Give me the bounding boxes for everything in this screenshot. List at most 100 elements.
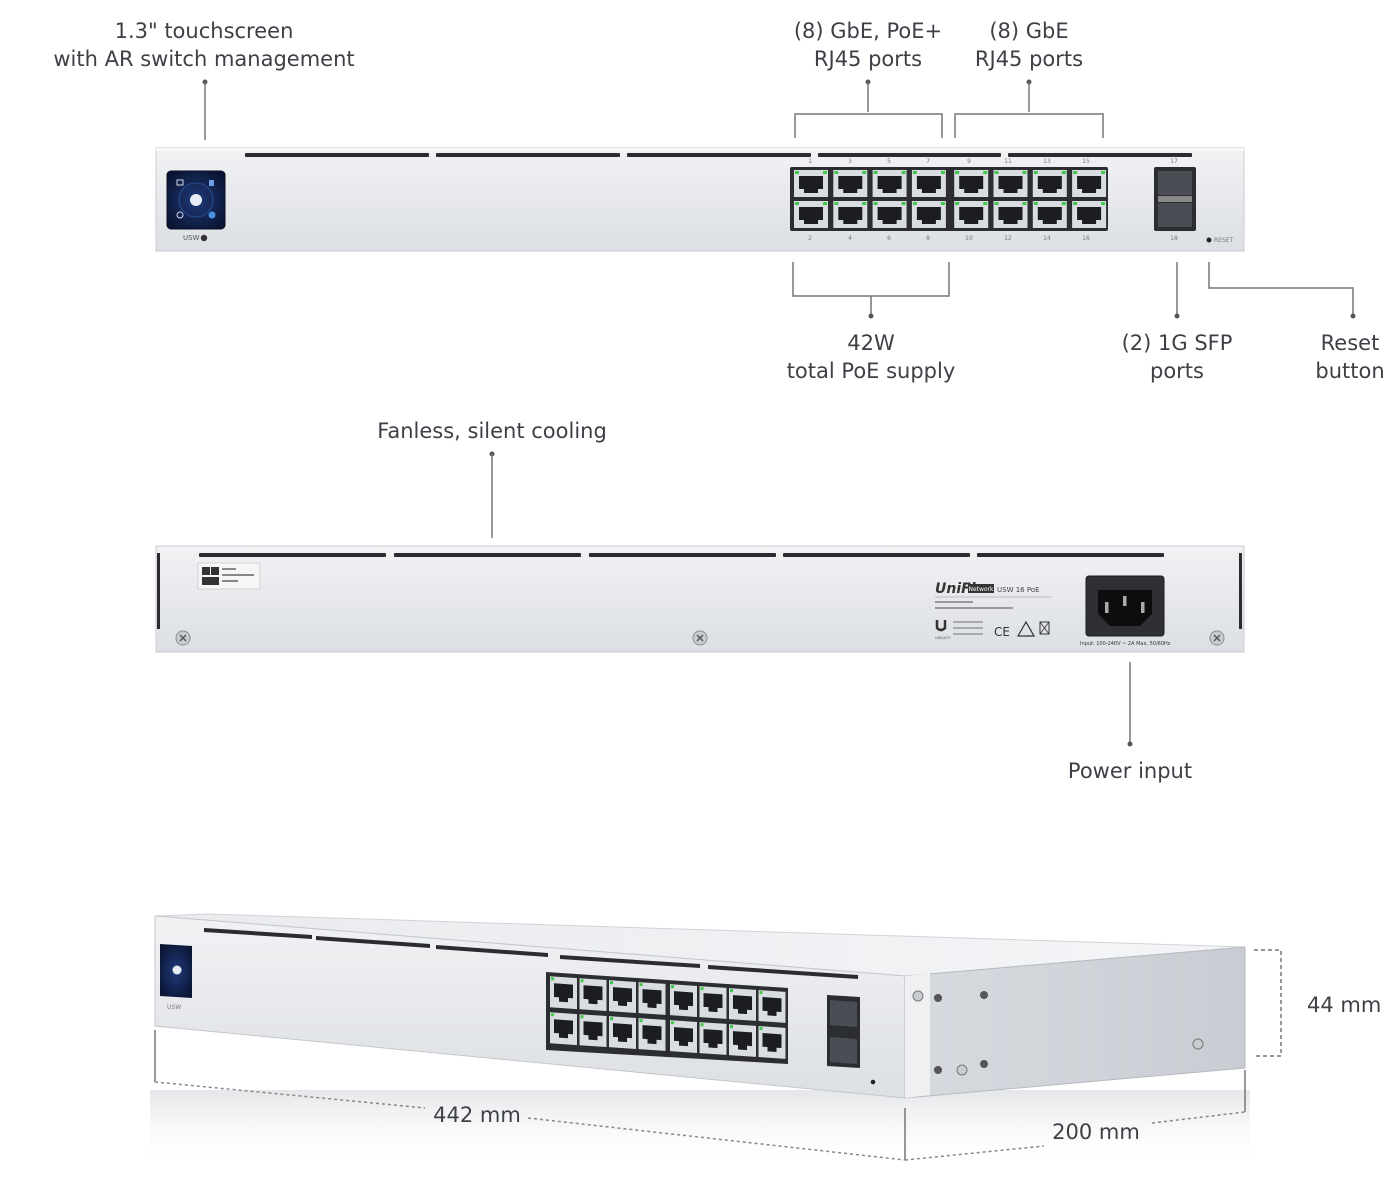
rear-company: UBIQUITI bbox=[935, 636, 951, 640]
screen-device-icon bbox=[176, 179, 184, 186]
callout-cooling: Fanless, silent cooling bbox=[377, 419, 607, 538]
rj45-port bbox=[1032, 170, 1067, 197]
callout-poe-ports: (8) GbE, PoE+ RJ45 ports bbox=[794, 19, 943, 138]
screen-lock-icon bbox=[209, 180, 214, 186]
perspective-sfp-cage bbox=[827, 995, 860, 1068]
reset-button bbox=[1206, 237, 1212, 243]
port-label-bottom: 10 bbox=[965, 235, 973, 242]
dimension-width-label: 442 mm bbox=[433, 1103, 521, 1127]
perspective-view: USW bbox=[150, 913, 1250, 1170]
port-label-top: 13 bbox=[1043, 158, 1051, 165]
rj45-port bbox=[729, 988, 756, 1021]
rj45-port bbox=[550, 1012, 577, 1046]
weee-bin-icon bbox=[1039, 621, 1050, 635]
port-label-top: 15 bbox=[1082, 158, 1090, 165]
port-label-bottom: 16 bbox=[1082, 235, 1090, 242]
dimension-width: 442 mm bbox=[154, 1030, 906, 1161]
rear-network-tag: Network bbox=[968, 586, 994, 593]
rj45-port bbox=[911, 170, 946, 197]
perspective-rj45-block bbox=[546, 972, 788, 1064]
rj45-port bbox=[609, 980, 636, 1013]
rear-vents bbox=[199, 553, 1164, 557]
callout-sfp-ports-line2: ports bbox=[1150, 359, 1204, 383]
compliance-mark-icon bbox=[1016, 620, 1036, 637]
callout-poe-ports-line1: (8) GbE, PoE+ bbox=[794, 19, 942, 43]
rj45-port bbox=[670, 984, 697, 1017]
port-label-top: 5 bbox=[887, 158, 891, 165]
port-number-labels: 1 3 5 7 9 11 13 15 17 2 4 6 8 10 12 14 1… bbox=[808, 158, 1178, 242]
rear-model: USW 16 PoE bbox=[997, 586, 1040, 594]
callout-poe-supply-line2: total PoE supply bbox=[787, 359, 956, 383]
touchscreen-display bbox=[166, 170, 226, 230]
port-label-top: 1 bbox=[808, 158, 812, 165]
rj45-port bbox=[609, 1016, 636, 1049]
rj45-port bbox=[954, 201, 989, 228]
rear-brand: UniFi bbox=[935, 581, 976, 597]
port-label-bottom: 6 bbox=[887, 235, 891, 242]
callout-gbe-ports: (8) GbE RJ45 ports bbox=[954, 19, 1104, 138]
dimension-height: 44 mm bbox=[1254, 949, 1381, 1057]
front-logo-icon bbox=[200, 234, 208, 242]
rj45-port-block bbox=[790, 167, 1108, 231]
callout-sfp-ports: (2) 1G SFP ports bbox=[1122, 262, 1233, 383]
callout-power: Power input bbox=[1068, 662, 1192, 783]
rj45-port bbox=[729, 1024, 756, 1057]
port-label-bottom: 2 bbox=[808, 235, 812, 242]
dimension-depth: 200 mm bbox=[904, 1070, 1246, 1161]
ubiquiti-logo-icon bbox=[935, 620, 947, 632]
port-label-top: 9 bbox=[967, 158, 971, 165]
rj45-port bbox=[794, 201, 828, 228]
callout-poe-ports-line2: RJ45 ports bbox=[814, 47, 922, 71]
rj45-port bbox=[579, 1014, 607, 1048]
rj45-port bbox=[833, 201, 868, 228]
perspective-side-screws bbox=[912, 990, 1204, 1076]
callout-touchscreen: 1.3" touchscreen with AR switch manageme… bbox=[53, 19, 355, 140]
rj45-port bbox=[872, 170, 907, 197]
port-label-top: 17 bbox=[1170, 158, 1178, 165]
screen-info-icon bbox=[176, 211, 184, 219]
port-label-top: 7 bbox=[926, 158, 930, 165]
perspective-touchscreen: USW bbox=[160, 944, 192, 1011]
rj45-port bbox=[993, 170, 1028, 197]
rear-product-label: UniFi Network USW 16 PoE UBIQUITI CE bbox=[935, 581, 1052, 640]
front-panel: USW 1 3 5 7 9 11 13 15 17 2 4 6 8 10 12 … bbox=[155, 147, 1245, 252]
serial-label-sticker bbox=[197, 562, 261, 590]
mounting-screws bbox=[175, 630, 1225, 646]
rj45-port bbox=[954, 170, 989, 197]
sfp-cage bbox=[1154, 167, 1196, 231]
callout-touchscreen-line1: 1.3" touchscreen bbox=[115, 19, 294, 43]
port-label-bottom: 4 bbox=[848, 235, 852, 242]
screen-status-icon bbox=[208, 211, 216, 219]
rj45-port bbox=[1072, 201, 1107, 228]
perspective-vents bbox=[204, 928, 858, 979]
rj45-port bbox=[699, 1022, 727, 1055]
rj45-port bbox=[758, 1026, 786, 1059]
callout-sfp-ports-line1: (2) 1G SFP bbox=[1122, 331, 1233, 355]
rj45-port bbox=[993, 201, 1028, 228]
callout-reset-line2: button bbox=[1315, 359, 1384, 383]
callout-touchscreen-line2: with AR switch management bbox=[53, 47, 354, 71]
reset-label: RESET bbox=[1214, 237, 1234, 244]
perspective-reset-button bbox=[870, 1079, 876, 1085]
rj45-port bbox=[911, 201, 946, 228]
port-label-bottom: 12 bbox=[1004, 235, 1012, 242]
rj45-port bbox=[638, 982, 666, 1015]
callout-reset-line1: Reset bbox=[1321, 331, 1380, 355]
perspective-model-badge: USW bbox=[167, 1004, 181, 1011]
rj45-port bbox=[833, 170, 868, 197]
port-label-bottom: 18 bbox=[1170, 235, 1178, 242]
power-inlet: Input: 100-240V ~ 2A Max, 50/60Hz bbox=[1080, 575, 1171, 647]
rj45-port bbox=[699, 986, 727, 1019]
rj45-port bbox=[872, 201, 907, 228]
rear-panel: UniFi Network USW 16 PoE UBIQUITI CE Inp… bbox=[155, 545, 1245, 653]
ce-mark-icon: CE bbox=[994, 625, 1010, 639]
callout-poe-supply-line1: 42W bbox=[847, 331, 895, 355]
port-label-bottom: 14 bbox=[1043, 235, 1051, 242]
rj45-port bbox=[579, 978, 607, 1012]
callout-cooling-label: Fanless, silent cooling bbox=[377, 419, 607, 443]
rj45-port bbox=[794, 170, 828, 197]
dimension-depth-label: 200 mm bbox=[1052, 1120, 1140, 1144]
callout-gbe-ports-line1: (8) GbE bbox=[989, 19, 1068, 43]
front-vents bbox=[245, 153, 1192, 157]
